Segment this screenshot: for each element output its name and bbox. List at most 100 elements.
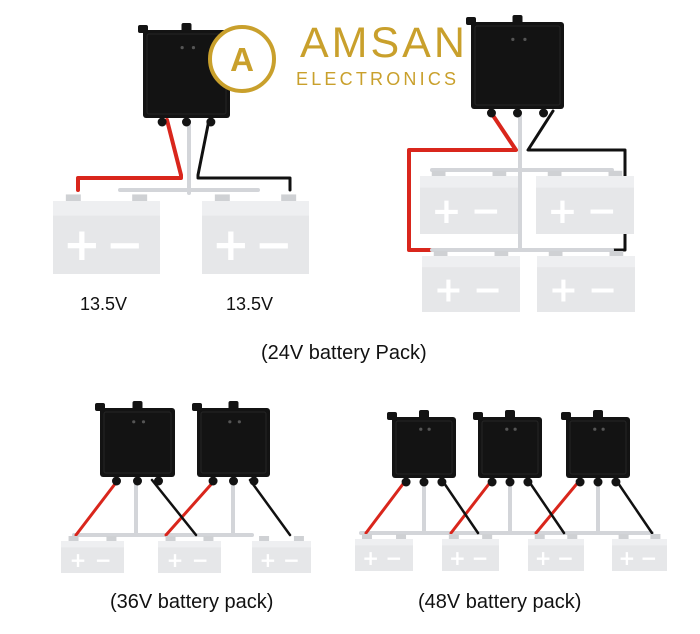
terminal-lug bbox=[133, 476, 142, 486]
mounting-tab bbox=[419, 410, 429, 419]
balancer-module bbox=[387, 410, 456, 487]
battery-terminal bbox=[433, 250, 448, 256]
balancer-body bbox=[100, 408, 175, 477]
minus-icon: − bbox=[385, 546, 402, 570]
logo-letter: A bbox=[230, 41, 254, 78]
terminal-lug bbox=[154, 476, 163, 486]
terminal-lug bbox=[112, 476, 121, 486]
minus-icon: − bbox=[255, 218, 293, 271]
plus-icon: + bbox=[547, 191, 577, 232]
negative-wire bbox=[248, 478, 292, 537]
balancer-body bbox=[197, 408, 270, 477]
mounting-tab bbox=[181, 23, 192, 32]
plus-icon: + bbox=[212, 218, 250, 271]
battery: +− bbox=[252, 536, 311, 573]
battery-terminal bbox=[214, 194, 230, 201]
battery-terminal bbox=[567, 534, 578, 539]
terminal-lug bbox=[523, 477, 533, 487]
battery-terminal bbox=[396, 534, 407, 539]
balancer-module bbox=[561, 410, 630, 487]
positive-wire bbox=[407, 109, 518, 252]
battery: +− bbox=[202, 194, 309, 274]
negative-wire bbox=[440, 478, 480, 535]
balancer-face bbox=[569, 420, 627, 475]
battery-terminal bbox=[548, 250, 563, 256]
led-icon bbox=[141, 420, 146, 424]
plus-icon: + bbox=[260, 548, 277, 572]
battery-lid bbox=[355, 539, 413, 546]
balancer-body bbox=[566, 417, 630, 478]
minus-icon: − bbox=[192, 548, 209, 572]
battery: +− bbox=[158, 536, 221, 573]
battery-terminal bbox=[482, 534, 493, 539]
battery: +− bbox=[422, 250, 520, 312]
balancer-body bbox=[471, 22, 564, 109]
plus-icon: + bbox=[535, 546, 552, 570]
positive-wire bbox=[364, 478, 408, 535]
battery: +− bbox=[528, 534, 584, 571]
battery-lid bbox=[422, 256, 520, 268]
balancer-module bbox=[192, 401, 270, 486]
mounting-tab bbox=[132, 401, 143, 410]
battery-terminal bbox=[203, 536, 214, 541]
battery-terminal bbox=[547, 170, 562, 176]
terminal-lug bbox=[593, 477, 603, 487]
led-icon bbox=[427, 427, 431, 431]
battery-terminal bbox=[293, 536, 304, 541]
battery-lid bbox=[202, 201, 309, 216]
balancer-face bbox=[481, 420, 539, 475]
plus-icon: + bbox=[431, 191, 461, 232]
battery-terminal bbox=[431, 170, 446, 176]
terminal-lug bbox=[208, 476, 218, 486]
battery-terminal bbox=[259, 536, 270, 541]
battery-terminal bbox=[494, 250, 509, 256]
plus-icon: + bbox=[362, 546, 379, 570]
balancer-module bbox=[138, 23, 230, 127]
battery-terminal bbox=[448, 534, 459, 539]
led-icon bbox=[132, 420, 136, 424]
battery: +− bbox=[61, 536, 124, 573]
plus-icon: + bbox=[434, 271, 463, 311]
battery-terminal bbox=[65, 194, 81, 201]
terminal-lug bbox=[513, 108, 522, 118]
plus-icon: + bbox=[618, 546, 635, 570]
positive-wire bbox=[76, 118, 183, 192]
battery-terminal bbox=[650, 534, 661, 539]
brand-name: AMSAN bbox=[300, 19, 468, 67]
caption-36v-pack: (36V battery pack) bbox=[110, 591, 274, 613]
battery: +− bbox=[420, 170, 518, 234]
positive-wire bbox=[74, 478, 120, 537]
caption-24v-pack: (24V battery Pack) bbox=[261, 342, 427, 364]
terminal-lug bbox=[486, 108, 496, 118]
minus-icon: − bbox=[95, 548, 112, 572]
minus-icon: − bbox=[557, 546, 574, 570]
battery-terminal bbox=[534, 534, 545, 539]
minus-icon: − bbox=[471, 191, 501, 232]
minus-icon: − bbox=[588, 271, 617, 311]
battery-lid bbox=[158, 541, 221, 548]
battery-terminal bbox=[609, 250, 624, 256]
led-icon bbox=[511, 37, 515, 42]
led-icon bbox=[513, 427, 517, 431]
battery-terminal bbox=[608, 170, 623, 176]
plus-icon: + bbox=[549, 271, 578, 311]
battery: +− bbox=[355, 534, 413, 571]
battery: +− bbox=[612, 534, 667, 571]
negative-wire bbox=[526, 109, 627, 252]
positive-wire bbox=[164, 478, 217, 537]
balancer-face bbox=[474, 25, 561, 106]
terminal-lug bbox=[539, 108, 549, 118]
battery-lid bbox=[442, 539, 499, 546]
balancer-module bbox=[473, 410, 542, 487]
balancer-face bbox=[395, 420, 453, 475]
battery-terminal bbox=[618, 534, 629, 539]
battery-lid bbox=[536, 176, 634, 188]
minus-icon: − bbox=[587, 191, 617, 232]
battery-lid bbox=[537, 256, 635, 268]
balancer-module bbox=[466, 15, 564, 118]
terminal-lug bbox=[487, 477, 497, 487]
minus-icon: − bbox=[106, 218, 144, 271]
negative-wire bbox=[196, 118, 292, 192]
